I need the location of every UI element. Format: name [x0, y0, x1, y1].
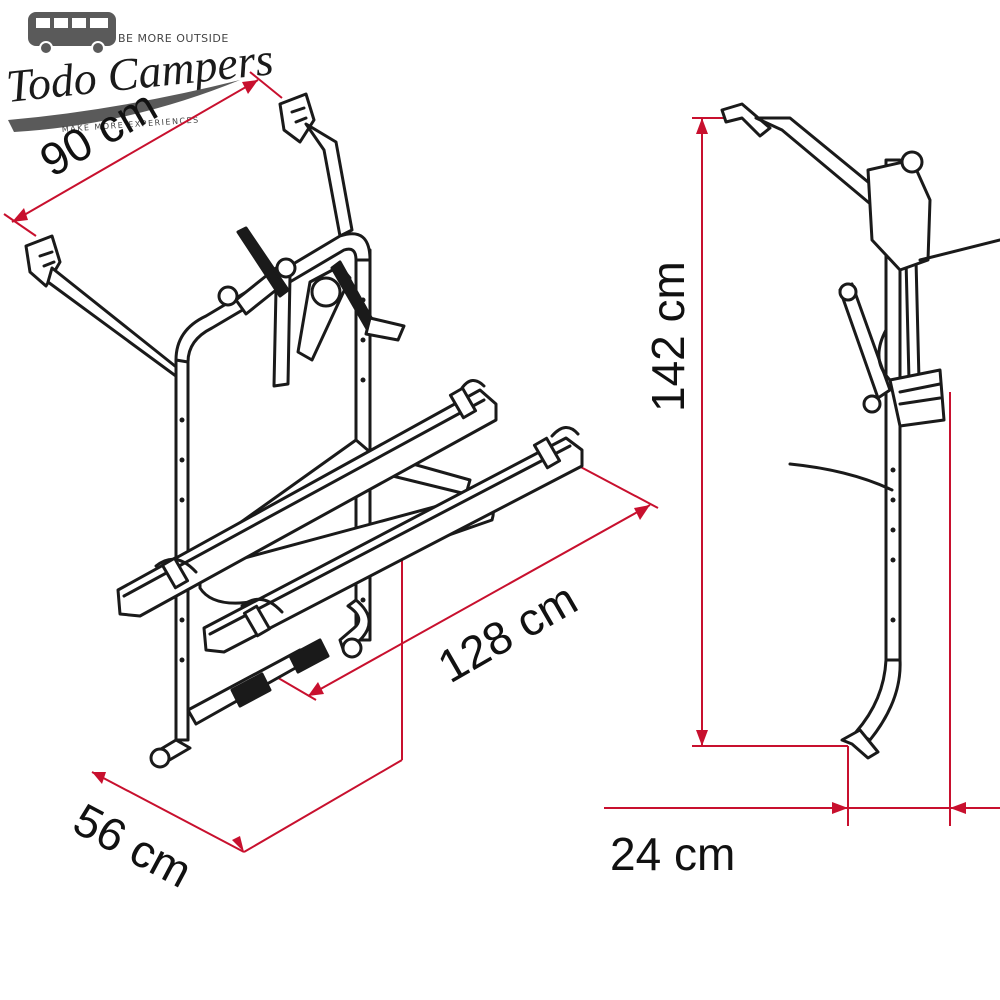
side-joint-lower	[862, 394, 882, 414]
side-bracket	[866, 158, 932, 272]
frame-holes	[179, 297, 366, 663]
logo-tagline: BE MORE OUTSIDE	[118, 32, 229, 45]
dimension-lines	[3, 71, 1000, 853]
dimension-line-56	[91, 771, 245, 853]
wheel-rail-rear	[116, 379, 498, 618]
side-rail-block	[888, 368, 946, 428]
side-cable-upper	[918, 238, 1000, 262]
wheel-clamp	[310, 276, 342, 308]
side-foot	[840, 728, 880, 760]
foot-right	[341, 637, 363, 659]
side-holes	[890, 467, 896, 623]
strap-left	[236, 226, 290, 298]
knob-left	[217, 285, 239, 307]
dimension-line-128	[307, 504, 651, 697]
carrier-side-view	[720, 102, 1000, 760]
main-frame-top-tube	[174, 232, 372, 364]
side-cable-lower	[788, 462, 894, 492]
strap-buckle	[364, 316, 406, 342]
dimension-arrowheads	[12, 80, 966, 852]
hinge-block-1	[230, 672, 272, 708]
carrier-perspective-view	[24, 92, 584, 769]
logo-swoosh	[8, 80, 240, 132]
rail-clamps	[160, 386, 562, 638]
main-frame-left-tube	[174, 358, 190, 742]
camper-van-icon	[28, 12, 116, 55]
dimension-line-90	[11, 79, 259, 223]
side-knob	[900, 150, 924, 174]
dimension-label-128: 128 cm	[429, 572, 586, 692]
side-top-hook	[720, 102, 772, 138]
dimension-label-142: 142 cm	[642, 261, 694, 412]
support-arm-right	[304, 122, 354, 238]
hinge-block-2	[288, 638, 330, 674]
foot-left	[149, 747, 171, 769]
side-strap-curve	[877, 328, 892, 382]
dimension-label-24: 24 cm	[610, 828, 735, 880]
dimension-label-56: 56 cm	[65, 793, 200, 898]
side-lower-leg	[854, 658, 902, 742]
side-joint-upper	[838, 282, 858, 302]
top-hook-right	[278, 92, 316, 144]
knob-right	[275, 257, 297, 279]
support-arm-left	[46, 266, 186, 384]
wheel-rail-front	[202, 426, 584, 654]
